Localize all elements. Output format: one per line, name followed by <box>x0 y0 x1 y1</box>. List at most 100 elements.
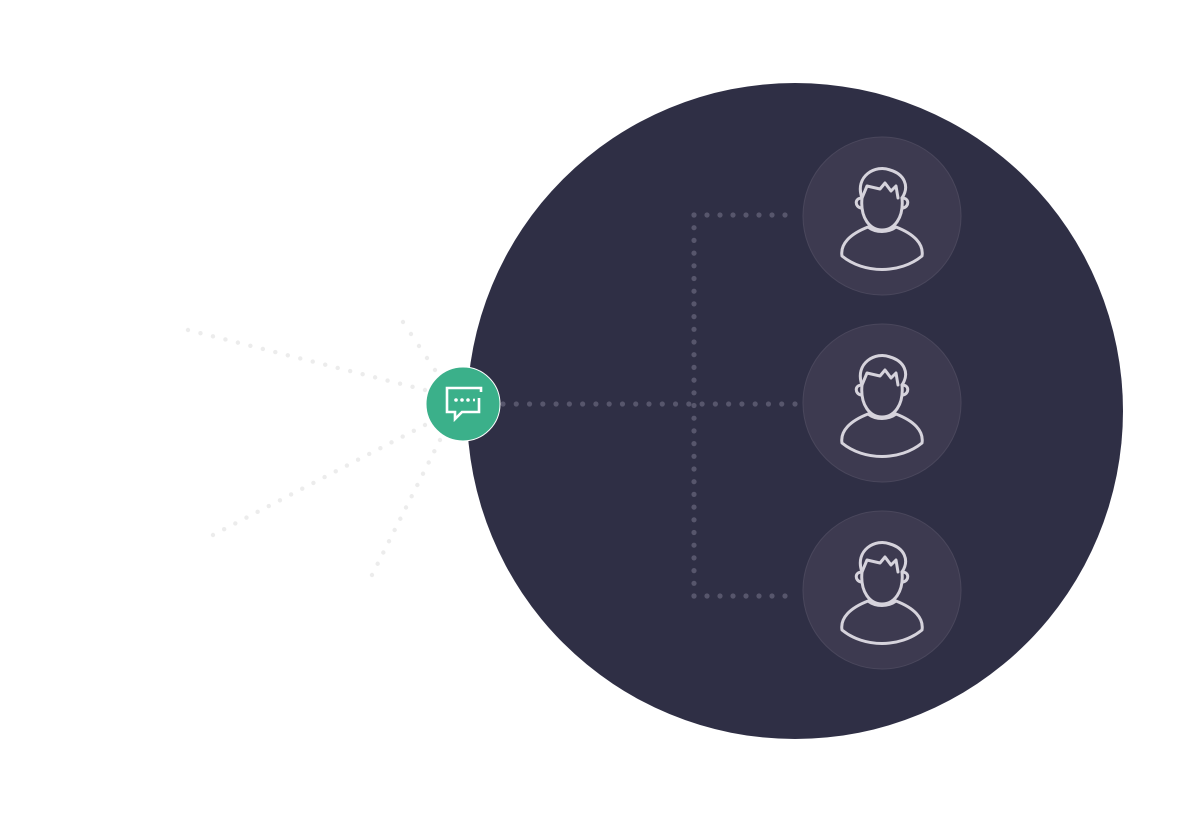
faint-dot <box>378 445 383 451</box>
connector-dot <box>619 401 626 407</box>
connector-dot <box>730 593 736 599</box>
faint-dot <box>323 362 328 367</box>
connector-dot <box>782 593 788 599</box>
connector-dot <box>756 593 762 599</box>
faint-dot <box>298 356 303 361</box>
connector-dot <box>691 301 697 307</box>
connector-dot <box>691 555 697 561</box>
faint-dot <box>288 492 294 497</box>
connector-dot <box>691 479 697 485</box>
faint-dot <box>223 337 228 342</box>
faint-dot <box>410 384 415 390</box>
user-node[interactable] <box>802 136 962 296</box>
connector-dot <box>691 339 697 345</box>
faint-dot <box>244 515 249 520</box>
faint-dot <box>355 457 361 462</box>
faint-dot <box>360 372 365 377</box>
connector-dot <box>553 401 559 407</box>
faint-dot <box>409 494 414 499</box>
connector-dot <box>779 401 785 407</box>
faint-dot <box>347 368 353 374</box>
connector-dot <box>672 401 679 407</box>
faint-dot <box>333 469 338 474</box>
faint-dot <box>300 486 305 491</box>
faint-dot <box>375 561 380 566</box>
connector-dot <box>691 491 697 497</box>
connector-dot <box>717 212 723 218</box>
faint-dot <box>432 449 437 454</box>
faint-dot <box>400 434 405 439</box>
connector-dot <box>526 401 533 407</box>
faint-dot <box>424 355 430 361</box>
faint-dot <box>398 516 403 521</box>
connector-dot <box>691 428 697 434</box>
faint-dot <box>210 532 216 538</box>
connector-dot <box>691 568 697 574</box>
faint-dot <box>233 521 238 526</box>
connector-dot <box>769 593 775 599</box>
connector-dot <box>593 401 599 407</box>
faint-dot <box>389 440 394 445</box>
connector-dot <box>691 580 697 586</box>
connector-dot <box>513 401 519 407</box>
connector-dot <box>691 415 697 421</box>
connector-dot <box>691 326 697 332</box>
connector-dot <box>686 401 692 407</box>
faint-dot <box>185 327 191 333</box>
faint-dot <box>344 463 350 468</box>
faint-dot <box>400 319 406 325</box>
user-node[interactable] <box>802 510 962 670</box>
connector-dot <box>765 401 772 407</box>
connector-dot <box>726 401 732 407</box>
faint-dot <box>408 331 414 337</box>
user-icon <box>840 354 924 458</box>
connector-dot <box>739 401 745 407</box>
connector-dot <box>691 504 697 510</box>
user-node[interactable] <box>802 323 962 483</box>
faint-dot <box>322 474 327 480</box>
user-nodes <box>802 136 962 670</box>
connector-dot <box>691 466 697 472</box>
connector-dot <box>756 212 762 218</box>
faint-dot <box>422 387 428 393</box>
faint-dot <box>422 422 428 428</box>
faint-dot <box>385 378 390 383</box>
connector-dot <box>633 401 639 407</box>
connector-dot <box>606 401 612 407</box>
faint-dot <box>285 353 290 358</box>
faint-dot <box>416 343 422 349</box>
connector-dot <box>782 212 788 218</box>
connector-dot <box>792 401 798 407</box>
faint-dot <box>266 503 271 509</box>
connector-dot <box>699 401 705 407</box>
chat-node[interactable] <box>425 366 501 442</box>
faint-dot <box>198 330 203 336</box>
faint-dot <box>311 480 316 486</box>
faint-dot <box>392 527 397 533</box>
faint-dot <box>420 471 426 476</box>
faint-dot <box>310 359 315 364</box>
faint-dot <box>255 509 260 515</box>
faint-incoming-connectors <box>185 319 443 578</box>
connector-dot <box>704 212 710 218</box>
connector-dot <box>691 364 697 370</box>
connector-dot <box>540 401 546 407</box>
faint-dot <box>397 381 403 386</box>
connector-dot <box>659 401 665 407</box>
connector-dot <box>691 314 697 320</box>
faint-dot <box>411 428 417 433</box>
connector-dot <box>691 517 697 523</box>
group-connectors <box>500 212 798 599</box>
connector-dot <box>691 390 697 396</box>
connector-dot <box>691 529 697 536</box>
faint-dot <box>273 349 278 355</box>
faint-dot <box>210 334 216 339</box>
connector-dot <box>580 401 586 407</box>
faint-dot <box>367 451 372 457</box>
connector-dot <box>691 225 697 231</box>
connector-dot <box>691 250 697 256</box>
connector-dot <box>691 263 697 269</box>
faint-dot <box>248 343 253 348</box>
faint-dot <box>426 460 431 465</box>
